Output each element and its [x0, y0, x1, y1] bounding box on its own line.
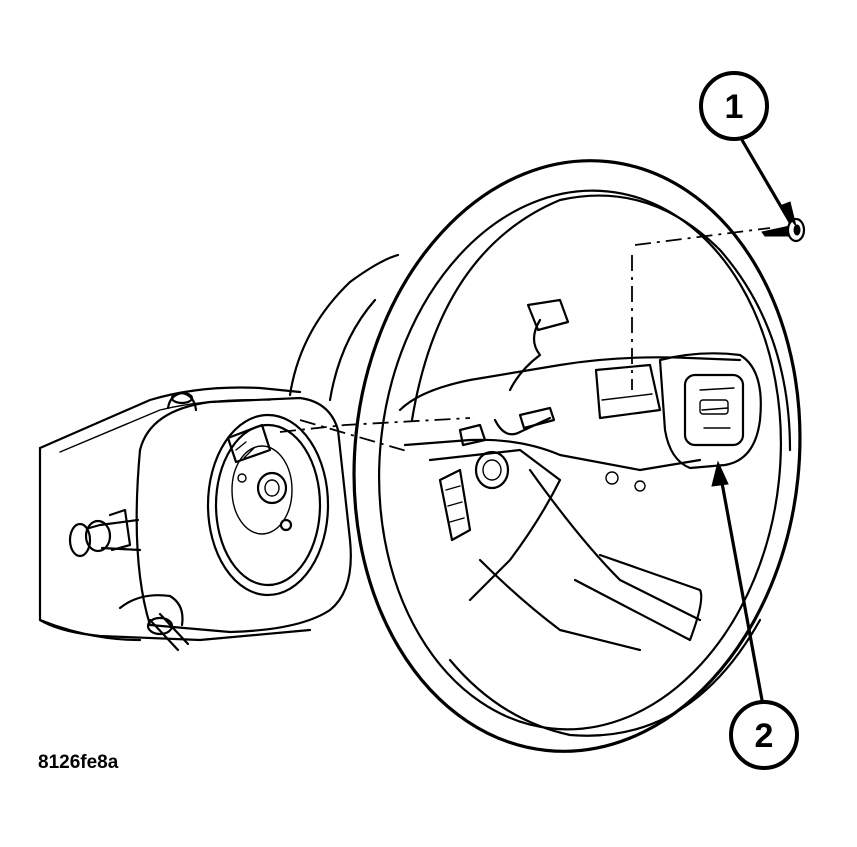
clockspring [206, 413, 330, 597]
callout-1: 1 [699, 71, 797, 227]
steering-column-shroud [38, 253, 400, 642]
callout-2: 2 [711, 460, 799, 770]
callout-1-number: 1 [725, 88, 744, 126]
steering-wheel-hub [398, 298, 762, 652]
turn-signal-stalk [68, 508, 142, 558]
callout-2-number: 2 [755, 717, 774, 755]
alignment-lines [279, 227, 771, 453]
steering-wheel-rim [352, 159, 802, 753]
figure-id-label: 8126fe8a [38, 752, 119, 773]
tilt-lever [118, 594, 190, 652]
screw [761, 217, 806, 243]
